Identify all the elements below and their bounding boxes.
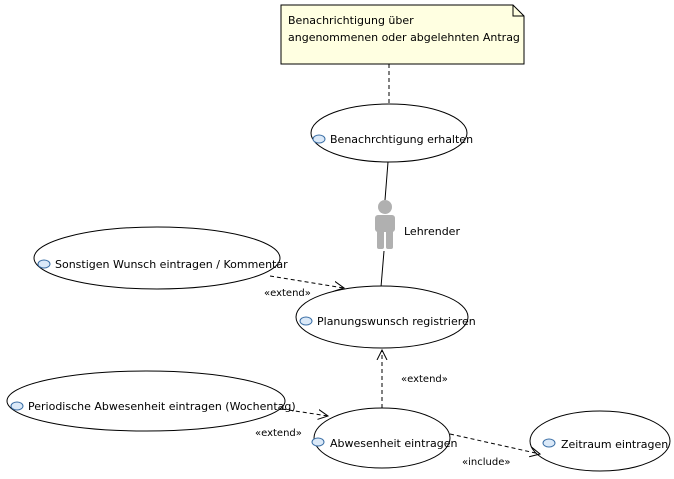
association-actor-notification [384,161,389,201]
use-case-label: Zeitraum eintragen [561,438,668,451]
extend-label: «extend» [264,288,311,299]
use-case-register-wish[interactable]: Planungswunsch registrieren [295,285,476,349]
use-case-other-wish[interactable]: Sonstigen Wunsch eintragen / Kommentar [33,226,288,290]
use-case-timespan[interactable]: Zeitraum eintragen [529,410,671,472]
note-line-2: angenommenen oder abgelehnten Antrag [288,31,520,44]
use-case-icon [10,401,24,411]
include-timespan[interactable]: «include» [449,433,540,468]
note: Benachrichtigung über angenommenen oder … [280,4,525,65]
use-case-periodic-absence[interactable]: Periodische Abwesenheit eintragen (Woche… [6,370,296,432]
use-case-absence[interactable]: Abwesenheit eintragen [311,407,457,469]
extend-periodic-absence[interactable]: «extend» [255,408,328,439]
association-actor-register [380,250,385,288]
use-case-label: Periodische Abwesenheit eintragen (Woche… [28,400,296,413]
extend-other-wish[interactable]: «extend» [264,275,344,299]
note-line-1: Benachrichtigung über [288,14,414,27]
extend-label: «extend» [401,374,448,385]
extend-absence[interactable]: «extend» [382,350,448,408]
use-case-icon [299,316,313,326]
actor-icon [375,200,395,249]
use-case-icon [312,134,326,144]
include-label: «include» [462,457,510,468]
use-case-label: Sonstigen Wunsch eintragen / Kommentar [55,258,288,271]
use-case-label: Abwesenheit eintragen [330,437,457,450]
use-case-icon [542,438,556,448]
use-case-label: Benachrchtigung erhalten [330,133,473,146]
use-case-label: Planungswunsch registrieren [317,315,476,328]
extend-label: «extend» [255,428,302,439]
actor-lehrender[interactable]: Lehrender [375,200,460,249]
actor-name: Lehrender [404,225,460,238]
use-case-icon [37,259,51,269]
use-case-notification[interactable]: Benachrchtigung erhalten [310,103,473,163]
use-case-icon [311,437,325,447]
